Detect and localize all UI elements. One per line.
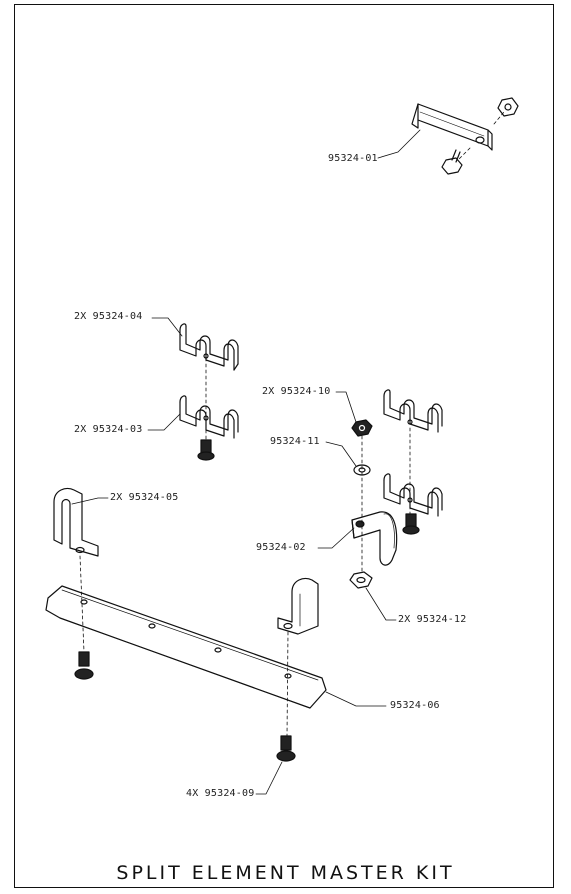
clip-right-upper xyxy=(383,389,443,433)
standoff-95324-05 xyxy=(53,487,99,557)
standoff-right xyxy=(277,577,319,635)
leader-lines xyxy=(71,129,421,795)
label-95324-11: 95324-11 xyxy=(270,436,320,447)
clip-95324-03 xyxy=(179,395,239,439)
centerlines-95324-01 xyxy=(457,111,505,161)
bolt-right xyxy=(402,513,420,535)
label-95324-05: 2X 95324-05 xyxy=(110,492,179,503)
bracket-95324-02 xyxy=(351,511,398,566)
label-95324-09: 4X 95324-09 xyxy=(186,788,255,799)
label-95324-10: 2X 95324-10 xyxy=(262,386,331,397)
drawing-title: SPLIT ELEMENT MASTER KIT xyxy=(116,862,455,884)
bolt-95324-09-right xyxy=(276,735,296,762)
bolt-95324-01 xyxy=(441,149,463,175)
centerlines-base xyxy=(79,555,289,737)
label-95324-02: 95324-02 xyxy=(256,542,306,553)
clip-95324-04 xyxy=(179,323,239,371)
label-95324-12: 2X 95324-12 xyxy=(398,614,467,625)
clip-right-lower xyxy=(383,473,443,517)
bracket-95324-01 xyxy=(411,103,493,151)
base-plate-95324-06 xyxy=(45,585,327,709)
nut-95324-12 xyxy=(349,571,373,589)
label-95324-04: 2X 95324-04 xyxy=(74,311,143,322)
nut-95324-10 xyxy=(351,419,373,437)
label-95324-06: 95324-06 xyxy=(390,700,440,711)
label-95324-01: 95324-01 xyxy=(328,153,378,164)
bolt-95324-03 xyxy=(197,439,215,461)
nut-95324-01 xyxy=(497,97,519,117)
label-95324-03: 2X 95324-03 xyxy=(74,424,143,435)
bolt-95324-09-left xyxy=(74,651,94,680)
